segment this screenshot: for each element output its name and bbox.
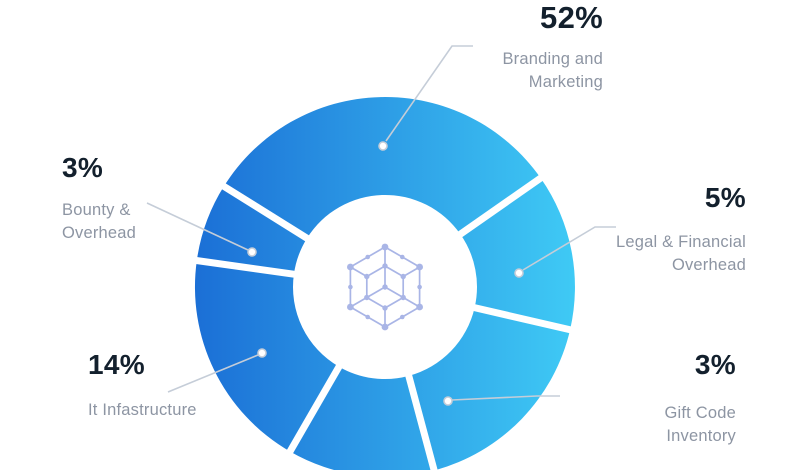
- leader-lines: [146, 45, 616, 406]
- bounty-label-line1: Bounty &: [62, 201, 131, 219]
- segment-divider: [284, 357, 347, 458]
- leader-dot-legal: [514, 268, 524, 278]
- legal-label-line1: Legal & Financial: [616, 233, 746, 251]
- network-hexagon-icon: [347, 243, 423, 331]
- leader-line-it: [167, 354, 259, 393]
- gift-percent-label: 3%: [694, 349, 736, 380]
- leader-dot-it: [257, 348, 267, 358]
- it-label-line1: It Infastructure: [88, 401, 197, 419]
- segment-divider: [403, 367, 438, 470]
- branding-label: Branding and Marketing: [455, 48, 603, 94]
- segment-divider: [191, 256, 303, 279]
- bounty-label: Bounty & Overhead: [62, 199, 136, 245]
- leader-dot-bounty: [247, 247, 257, 257]
- leader-dot-gift: [443, 396, 453, 406]
- gift-label-line1: Gift Code: [664, 404, 736, 422]
- legal-label-line2: Overhead: [671, 256, 746, 274]
- leader-line-gift: [451, 395, 560, 401]
- segment-divider: [451, 172, 547, 242]
- leader-line-branding: [385, 45, 473, 142]
- donut-segment-branding-and-marketing: [223, 97, 541, 239]
- it-percent-label: 14%: [88, 349, 145, 380]
- gift-label-line2: Inventory: [666, 427, 736, 445]
- donut-segment-bounty-overhead: [196, 186, 307, 275]
- bounty-label-line2: Overhead: [62, 224, 137, 242]
- donut-segment-gift-code-inventory: [408, 307, 571, 470]
- segment-gaps: [191, 172, 576, 470]
- leader-line-legal: [522, 226, 616, 271]
- segment-divider: [466, 302, 576, 335]
- branding-label-line1: Branding and: [502, 50, 603, 68]
- leader-dot-branding: [378, 141, 388, 151]
- gift-label: Gift Code Inventory: [665, 402, 737, 448]
- branding-label-line2: Marketing: [528, 73, 603, 91]
- legal-label: Legal & Financial Overhead: [616, 231, 746, 277]
- bounty-percent-label: 3%: [62, 152, 104, 183]
- donut-segment-it-infastructure: [194, 260, 339, 452]
- legal-percent-label: 5%: [704, 182, 746, 213]
- it-label: It Infastructure: [88, 399, 197, 422]
- segment-divider: [217, 180, 316, 246]
- leader-line-bounty: [146, 202, 249, 251]
- branding-percent-label: 52%: [540, 0, 603, 35]
